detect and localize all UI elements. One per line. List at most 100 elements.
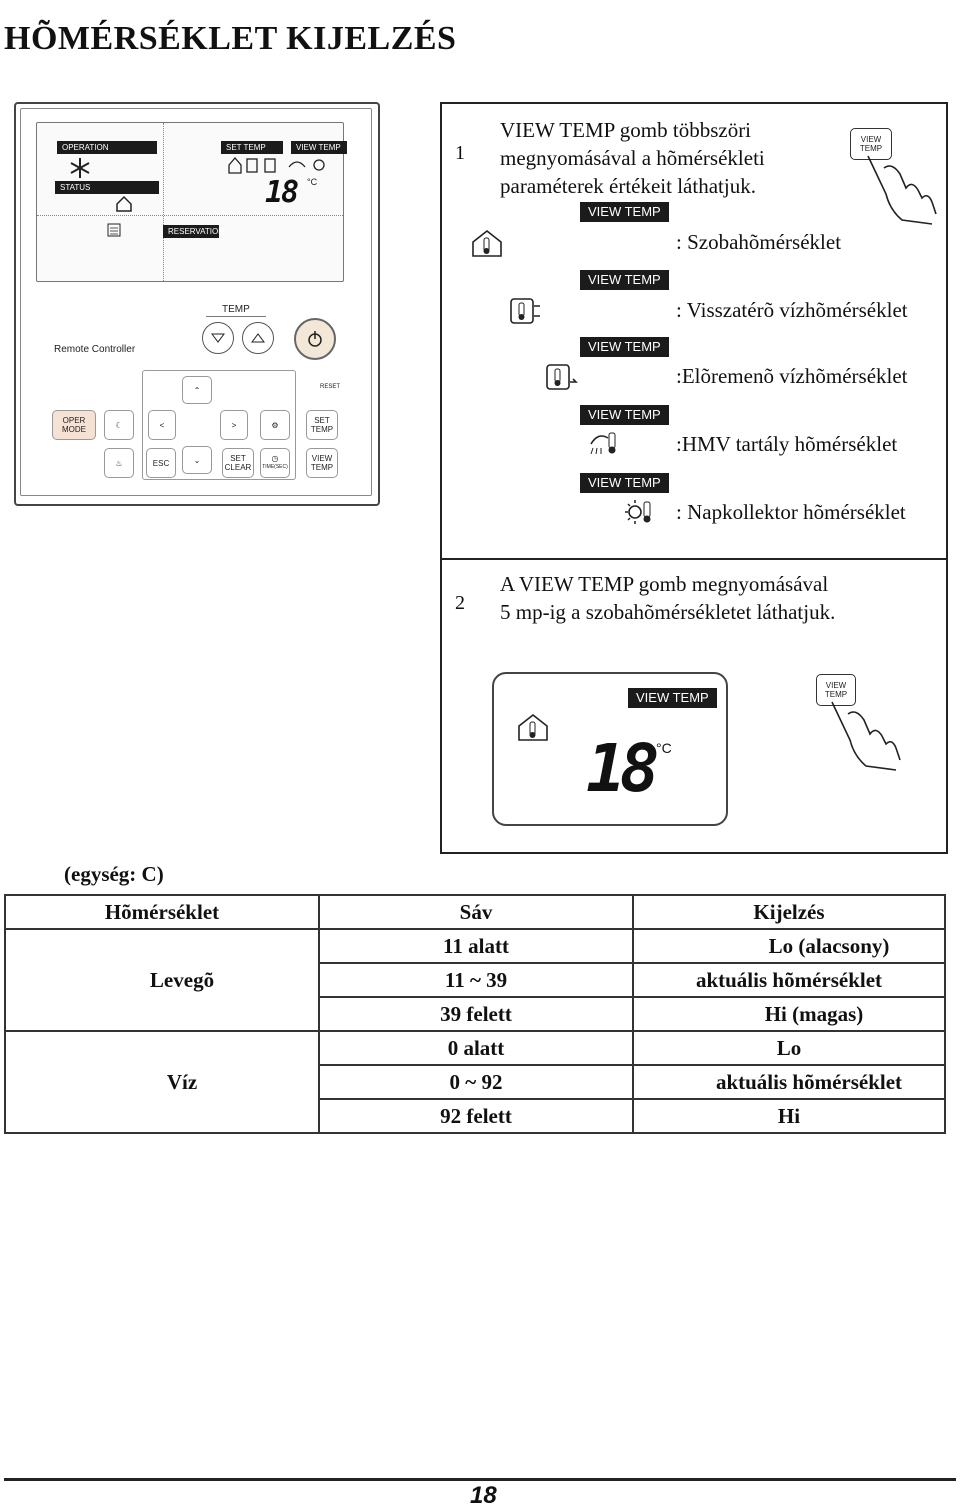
group-water: Víz [4, 1030, 320, 1134]
section1-line: VIEW TEMP gomb többszöri [500, 118, 752, 142]
nav-down-button[interactable]: ⌄ [182, 446, 212, 474]
footer-rule [4, 1478, 956, 1481]
item-label: : Visszatérõ vízhõmérséklet [676, 298, 908, 322]
section1-line: megnyomásával a hõmérsékleti [500, 146, 765, 170]
range-cell: 11 ~ 39 [318, 962, 634, 998]
table-header-row: Hõmérséklet Sáv Kijelzés [4, 894, 946, 930]
header-range: Sáv [318, 894, 634, 930]
view-temp-tag: VIEW TEMP [580, 337, 669, 357]
calendar-icon [107, 223, 121, 237]
nav-right-button[interactable]: > [220, 410, 248, 440]
operation-tag: OPERATION [57, 141, 157, 154]
temp-up-button[interactable] [242, 322, 274, 354]
view-temp-tag: VIEW TEMP [628, 688, 717, 708]
time-sec-label: TIME(SEC) [262, 464, 288, 470]
moon-icon: ☾ [115, 420, 123, 430]
range-cell: 0 ~ 92 [318, 1064, 634, 1100]
reservation-tag: RESERVATION [163, 225, 224, 238]
range-cell: 39 felett [318, 996, 634, 1032]
remote-lcd: OPERATION STATUS RESERVATION SET TEMP VI… [36, 122, 347, 282]
hot-water-button[interactable]: ♨ [104, 448, 134, 478]
view-temp-tag: VIEW TEMP [580, 473, 669, 493]
temp-label-line [206, 316, 266, 317]
range-cell: 92 felett [318, 1098, 634, 1134]
section2-number: 2 [455, 592, 465, 614]
page-number: 18 [470, 1482, 497, 1509]
temperature-table: Hõmérséklet Sáv Kijelzés Levegõ 11 alatt… [4, 894, 946, 1134]
snowflake-icon [70, 158, 90, 178]
view-temp-tag: VIEW TEMP [580, 202, 669, 222]
chevron-down-icon [211, 333, 225, 343]
group-air: Levegõ [4, 928, 320, 1032]
header-display: Kijelzés [632, 894, 946, 930]
house-thermometer-icon [472, 229, 502, 257]
oper-mode-button[interactable]: OPER MODE [52, 410, 96, 440]
set-temp-button[interactable]: SET TEMP [306, 410, 338, 440]
table-row: 11 ~ 39 aktuális hõmérséklet [5, 962, 946, 998]
display-cell: aktuális hõmérséklet [632, 962, 946, 998]
info-box [440, 102, 948, 854]
section1-line: paraméterek értékeit láthatjuk. [500, 174, 756, 198]
section1-number: 1 [455, 142, 465, 164]
display-cell: Lo [632, 1030, 946, 1066]
lcd-unit: °C [656, 740, 672, 756]
temp-down-button[interactable] [202, 322, 234, 354]
night-mode-button[interactable]: ☾ [104, 410, 134, 440]
section2-line: A VIEW TEMP gomb megnyomásával [500, 572, 829, 596]
settings-button[interactable]: ⚙ [260, 410, 290, 440]
view-temp-press-button[interactable]: VIEW TEMP [850, 128, 892, 160]
power-button[interactable] [294, 318, 336, 360]
chevron-right-icon: > [231, 420, 237, 430]
esc-button[interactable]: ESC [146, 448, 176, 478]
chevron-up-icon [251, 333, 265, 343]
view-temp-tag: VIEW TEMP [580, 270, 669, 290]
solar-collector-icon [625, 500, 651, 524]
lcd-temp-icons [228, 157, 325, 174]
section-divider [440, 558, 946, 560]
table-row: 0 ~ 92 aktuális hõmérséklet [5, 1064, 946, 1100]
gear-icon: ⚙ [271, 420, 279, 430]
remote-controller: OPERATION STATUS RESERVATION SET TEMP VI… [14, 102, 380, 506]
arrow-panel [142, 370, 296, 480]
lcd-unit: °C [307, 177, 318, 187]
nav-up-button[interactable]: ⌃ [182, 376, 212, 404]
view-temp-tag: VIEW TEMP [580, 405, 669, 425]
unit-label: (egység: C) [64, 862, 164, 886]
view-temp-press-button[interactable]: VIEW TEMP [816, 674, 856, 706]
lcd-divider [37, 215, 343, 216]
remote-frame [20, 108, 372, 496]
power-icon [308, 331, 322, 347]
table-row: 39 felett Hi (magas) [5, 996, 946, 1032]
item-label: : Szobahõmérséklet [676, 230, 842, 254]
shower-icon: ♨ [115, 458, 123, 468]
chevron-down-icon: ⌄ [193, 455, 201, 465]
timer-button[interactable]: ◷ TIME(SEC) [260, 448, 290, 478]
section2-text: A VIEW TEMP gomb megnyomásával 5 mp-ig a… [500, 570, 835, 626]
temp-label: TEMP [222, 304, 250, 315]
table-row: 92 felett Hi [5, 1098, 946, 1134]
house-thermometer-icon [518, 713, 548, 741]
chevron-up-icon: ⌃ [193, 385, 201, 395]
view-temp-button[interactable]: VIEW TEMP [306, 448, 338, 478]
section2-line: 5 mp-ig a szobahõmérsékletet láthatjuk. [500, 600, 836, 624]
item-label: :Elõremenõ vízhõmérséklet [676, 364, 908, 388]
section1-text: VIEW TEMP gomb többszöri megnyomásával a… [500, 116, 765, 200]
lcd-temperature-value: 18 [586, 730, 660, 807]
item-label: :HMV tartály hõmérséklet [676, 432, 898, 456]
nav-left-button[interactable]: < [148, 410, 176, 440]
set-clear-button[interactable]: SET CLEAR [222, 448, 254, 478]
lcd-temp-value: 18 [265, 175, 299, 210]
finger-press-icon [831, 701, 901, 771]
page-title: HÕMÉRSÉKLET KIJELZÉS [4, 20, 457, 57]
item-label: : Napkollektor hõmérséklet [676, 500, 906, 524]
return-water-icon [510, 298, 540, 324]
chevron-left-icon: < [159, 420, 165, 430]
lcd-vdivider [163, 123, 164, 281]
remote-controller-label: Remote Controller [54, 344, 136, 355]
set-temp-tag: SET TEMP [221, 141, 283, 154]
view-temp-tag: VIEW TEMP [291, 141, 347, 154]
range-cell: 0 alatt [318, 1030, 634, 1066]
finger-press-icon [867, 155, 937, 225]
display-cell: Hi (magas) [632, 996, 946, 1032]
clock-icon: ◷ [271, 454, 279, 463]
